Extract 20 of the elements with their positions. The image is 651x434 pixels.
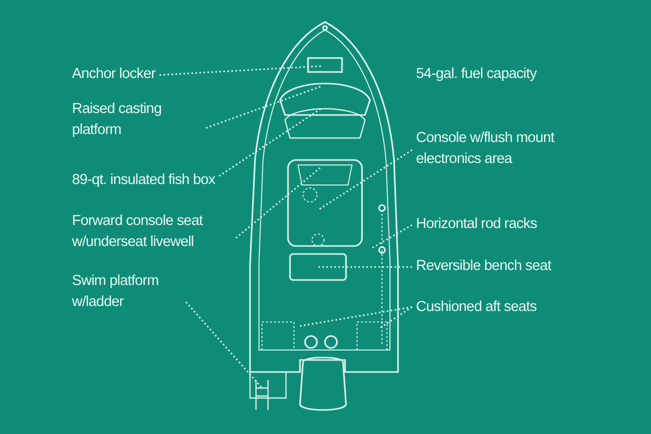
leader-line <box>159 65 322 76</box>
callout-label: Raised casting platform <box>72 99 202 141</box>
callout-label: Cushioned aft seats <box>416 297 537 318</box>
leader-line <box>300 306 412 327</box>
callout-label: Console w/flush mount electronics area <box>416 128 566 170</box>
leader-line <box>318 266 412 268</box>
leader-line <box>235 167 321 239</box>
callout-label: Horizontal rod racks <box>416 214 537 235</box>
leader-line <box>372 224 412 249</box>
leader-line <box>206 85 322 129</box>
leader-line <box>185 301 263 389</box>
callout-label: Forward console seat w/underseat livewell <box>72 211 232 253</box>
callout-label: Reversible bench seat <box>416 256 552 277</box>
spec-note: 54-gal. fuel capacity <box>416 65 538 84</box>
leader-line <box>318 149 412 211</box>
callout-label: Swim platform w/ladder <box>72 271 182 313</box>
callout-label: Anchor locker <box>72 64 156 85</box>
callout-label: 89-qt. insulated fish box <box>72 170 216 191</box>
leader-line <box>218 107 322 177</box>
leader-line <box>380 306 412 329</box>
